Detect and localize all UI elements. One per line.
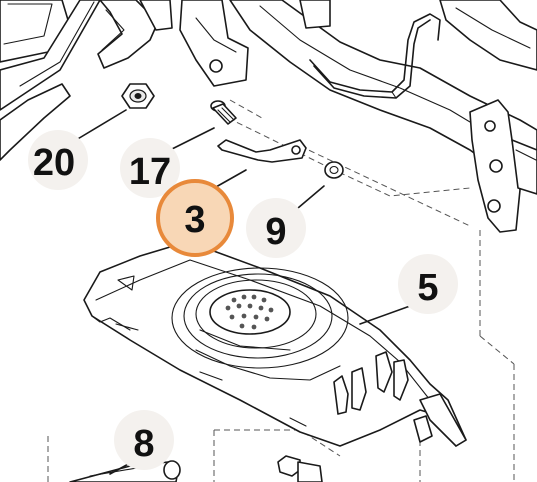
callout-5: 5 [398, 254, 458, 314]
callout-3-highlighted[interactable]: 3 [156, 179, 234, 257]
nut-part [121, 83, 155, 109]
callout-20: 20 [28, 130, 88, 190]
callout-3-label: 3 [184, 199, 205, 241]
washer-part [324, 161, 344, 179]
callout-17-label: 17 [129, 151, 171, 193]
callout-17: 17 [120, 138, 180, 198]
callout-9-label: 9 [265, 211, 286, 253]
cover-clip-tabs [333, 351, 409, 415]
link-rod-part [217, 139, 307, 163]
bolt-part [210, 100, 237, 125]
callout-5-label: 5 [417, 267, 438, 309]
frame-cross-bar [229, 0, 537, 191]
cover-vent-holes [225, 294, 274, 330]
callout-8: 8 [114, 410, 174, 470]
callout-9: 9 [246, 198, 306, 258]
control-rod [309, 13, 441, 99]
callout-20-label: 20 [33, 142, 75, 184]
highlight-ring [156, 179, 234, 257]
frame-tube-left [0, 0, 101, 161]
screw-bottom-part [277, 455, 323, 482]
pin-part [69, 460, 181, 482]
callout-8-label: 8 [133, 423, 154, 465]
frame-bracket-top [97, 0, 249, 87]
frame-side-plate-right [469, 99, 537, 233]
